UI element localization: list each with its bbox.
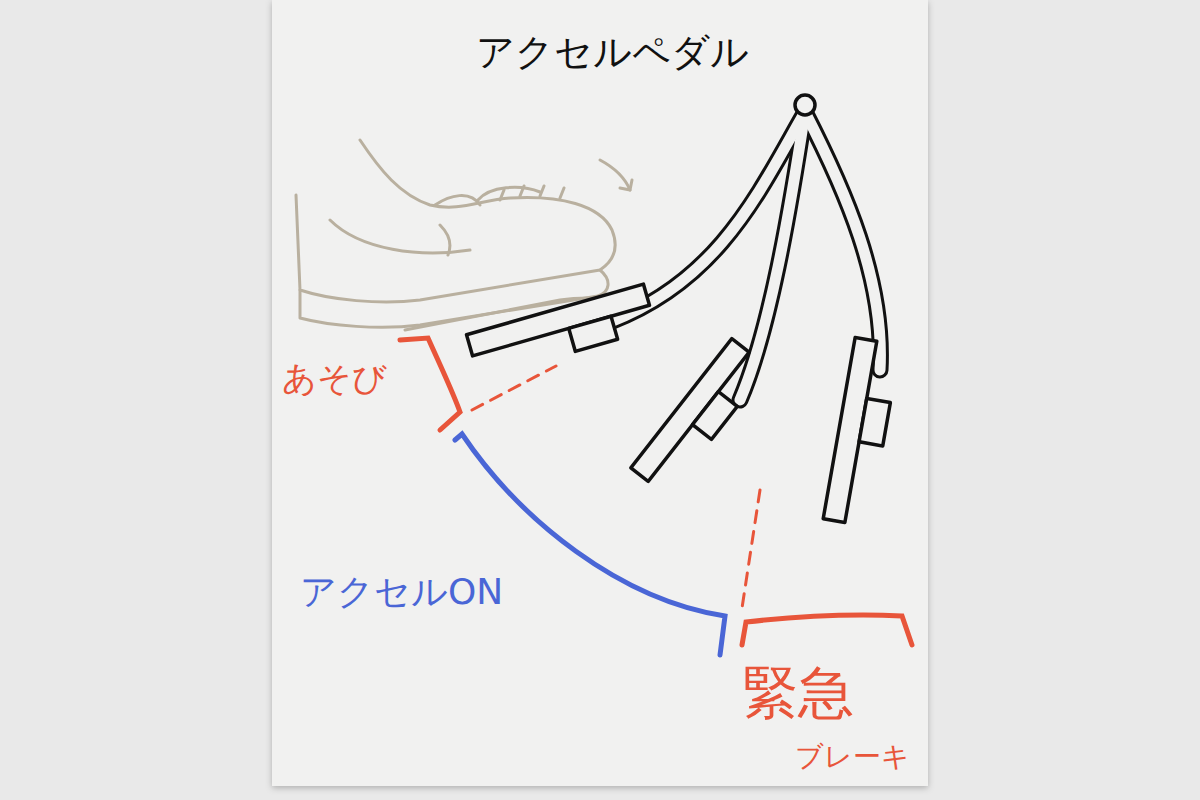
paper	[272, 0, 928, 786]
pivot	[795, 95, 815, 115]
play-label: あそび	[282, 360, 387, 397]
accel-on-label: アクセルON	[300, 572, 503, 612]
emergency-label: 緊急	[742, 662, 854, 724]
pedal-pads	[467, 284, 901, 527]
title: アクセルペダル	[476, 32, 749, 74]
brake-label: ブレーキ	[795, 742, 910, 773]
